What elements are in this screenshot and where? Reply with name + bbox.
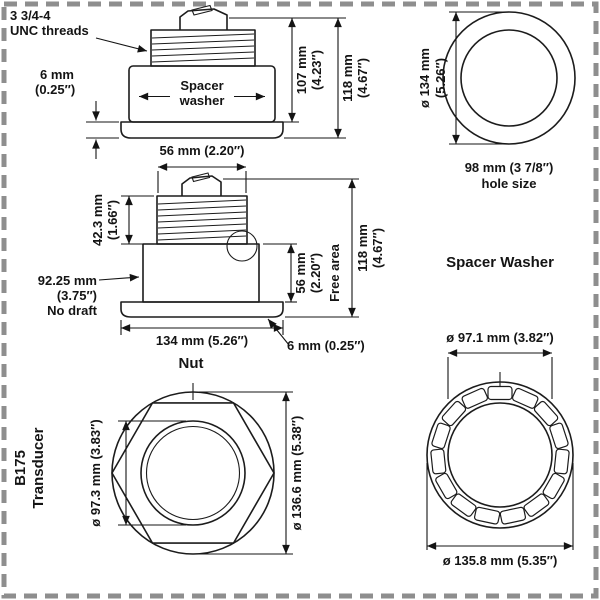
dim-outer-lines (199, 391, 293, 555)
dim-118mm-lines (223, 178, 359, 318)
dim-inner-label: ø 97.1 mm (3.82″) (446, 330, 553, 345)
thread-lines (157, 199, 247, 241)
dim-134mm-lines (449, 11, 509, 145)
flange (120, 121, 284, 139)
product-name-label: B175 (12, 450, 29, 486)
housing-body (142, 243, 260, 303)
dim-6mm-label: 6 mm (40, 67, 74, 82)
dim-107mm-label: (4.23″) (309, 50, 324, 90)
nut-hexagon (111, 402, 275, 544)
stem-detail (191, 172, 211, 183)
hole-size-label: 98 mm (3 7/8″) (465, 160, 554, 175)
dim-outer-label: ø 135.8 mm (5.35″) (443, 553, 558, 568)
transducer-stem (179, 8, 228, 30)
flush-mount-side-view: 42.3 mm (1.66″) 92.25 mm (3.75″) No draf… (38, 172, 385, 353)
dim-56mm-label: 56 mm (2.20″) (160, 143, 245, 158)
dim-6mm-label: 6 mm (0.25″) (287, 338, 365, 353)
dim-56mm-label: (2.20″) (308, 253, 323, 293)
surface-mount-side-view: 3 3/4-4 UNC threads Spacer washer 6 mm (… (10, 4, 370, 193)
washer-outer-circle (426, 381, 574, 529)
height-dimension-lines (229, 17, 346, 139)
dim-outer-label: ø 136.6 mm (5.38″) (289, 416, 304, 531)
dim-56mm-free-area-lines (263, 243, 297, 303)
hole-inner-circle (460, 29, 558, 127)
unc-threads-label: 3 3/4-4 (10, 8, 51, 23)
nut-outer-circle (111, 391, 275, 555)
nut-thread-circle (145, 425, 241, 521)
dim-118mm-label: 118 mm (340, 54, 355, 102)
no-draft-label: No draft (47, 303, 98, 318)
dim-6mm-leader-arrow (267, 318, 290, 346)
nut-view: Nut ø 97.3 mm (3.83″) ø 136.6 mm (5.38″)… (12, 355, 304, 555)
threads-leader-arrow (95, 37, 148, 53)
dim-6mm-label: (0.25″) (35, 82, 75, 97)
dim-92mm-label: 92.25 mm (38, 273, 97, 288)
dim-inner-label: ø 97.3 mm (3.83″) (88, 419, 103, 526)
spacer-washer-label: washer (179, 93, 225, 108)
dim-92mm-leader-arrow (98, 273, 140, 282)
dim-118mm-label: 118 mm (355, 224, 370, 272)
dim-118mm-label: (4.67″) (370, 228, 385, 268)
dim-6mm-lines (86, 101, 119, 159)
transducer-stem (181, 175, 222, 196)
spacer-washer-label: Spacer (180, 78, 223, 93)
spacer-washer-title: Spacer Washer (446, 254, 554, 271)
dim-42mm-label: (1.66″) (105, 200, 120, 240)
dim-134mm-label: (5.26″) (433, 58, 448, 98)
dim-107mm-label: 107 mm (294, 46, 309, 94)
dim-56mm-lines (157, 163, 247, 193)
dim-42mm-lines (121, 195, 154, 245)
dim-inner-lines (118, 420, 186, 526)
free-area-label: Free area (327, 243, 342, 302)
dim-118mm-label: (4.67″) (355, 58, 370, 98)
washer-slots (430, 385, 570, 525)
hole-size-view: ø 134 mm (5.26″) 98 mm (3 7/8″) hole siz… (417, 11, 576, 191)
spacer-washer-view: Spacer Washer ø 97.1 mm (3.82″) (426, 254, 574, 568)
dim-134mm-lines (120, 320, 284, 335)
nut-title: Nut (179, 355, 204, 372)
washer-inner-circle (447, 402, 553, 508)
dim-outer-lines (426, 463, 574, 550)
flange (120, 301, 284, 318)
nut-bore-circle (140, 420, 246, 526)
dim-134mm-label: 134 mm (5.26″) (156, 333, 248, 348)
dim-134mm-label: ø 134 mm (417, 48, 432, 108)
flange-outer-circle (442, 11, 576, 145)
thread-lines (151, 33, 255, 63)
dim-inner-lines (447, 349, 553, 399)
hole-size-label: hole size (482, 176, 537, 191)
dim-56mm-label: 56 mm (293, 252, 308, 293)
product-name-label: Transducer (30, 427, 47, 508)
dim-42mm-label: 42.3 mm (90, 194, 105, 246)
unc-threads-label: UNC threads (10, 23, 89, 38)
stem-detail (191, 4, 213, 16)
retainer-detail-circle (226, 230, 258, 262)
dim-92mm-label: (3.75″) (57, 288, 97, 303)
